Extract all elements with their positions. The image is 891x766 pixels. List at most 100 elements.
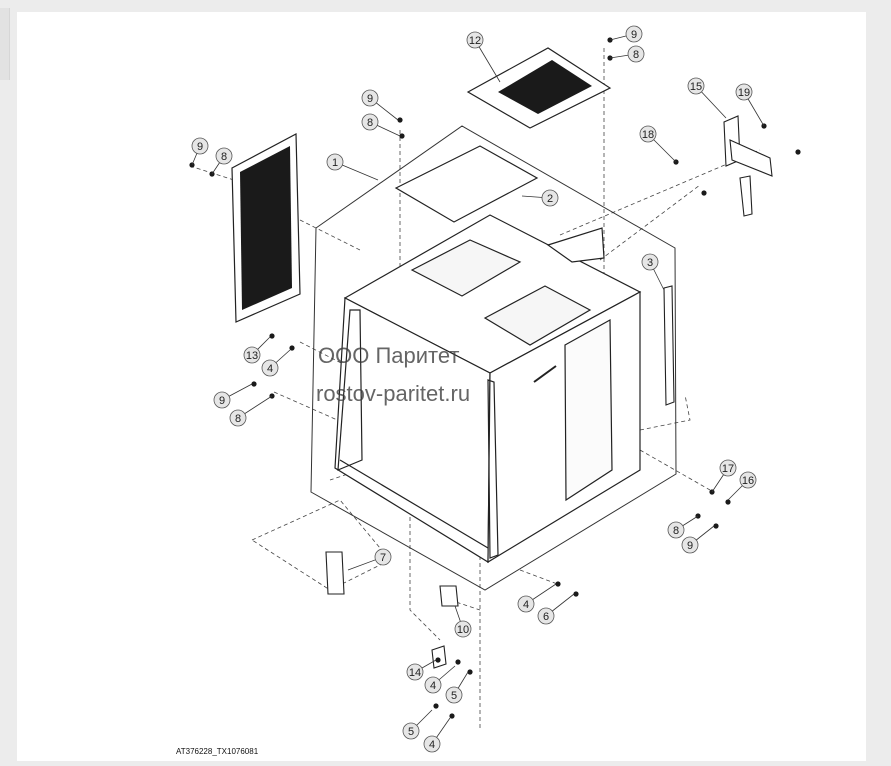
side-panel-tab [0,8,10,80]
callout-number: 6 [543,611,549,623]
callout-bubble [739,471,757,489]
fastener [467,669,473,675]
ref-line [639,449,711,491]
callout-9: 9 [681,536,699,554]
roof-vent-opening [483,285,592,346]
callout-number: 9 [631,29,637,41]
lower-bracket-14 [431,645,447,669]
fastener [397,117,403,123]
callout-16: 16 [739,471,757,489]
callout-bubble [537,607,555,625]
callout-bubble [667,521,685,539]
callout-bubble [735,83,753,101]
callout-bubble [466,31,484,49]
side-grille-mesh [240,146,292,310]
roof-cover-plate [394,145,539,223]
callout-19: 19 [735,83,753,101]
callout-8: 8 [229,409,247,427]
callout-3: 3 [641,253,659,271]
callout-bubble [191,137,209,155]
callout-bubble [719,459,737,477]
callout-bubble [243,346,261,364]
ref-line [449,599,481,611]
ref-line [251,499,391,591]
callout-10: 10 [454,620,472,638]
fastener [399,133,405,139]
callout-number: 17 [722,463,734,475]
callout-number: 5 [408,726,414,738]
callout-bubble [424,676,442,694]
callout-bubble [454,620,472,638]
ref-line [639,394,691,431]
callout-bubble [639,125,657,143]
callout-bubble [402,722,420,740]
callout-9: 9 [361,89,379,107]
top-bracket [546,227,605,263]
ref-line [559,149,761,236]
grille-mesh [498,60,592,114]
callout-7: 7 [374,548,392,566]
fastener [449,713,455,719]
callout-number: 8 [221,151,227,163]
ref-line [599,184,701,261]
callout-bubble [681,536,699,554]
callout-number: 4 [430,680,436,692]
fastener [269,333,275,339]
side-grille-panel [231,133,301,323]
callout-bubble [374,548,392,566]
callout-number: 1 [332,157,338,169]
fastener [713,523,719,529]
callout-17: 17 [719,459,737,477]
callout-bubble [361,113,379,131]
callout-5: 5 [402,722,420,740]
callout-15: 15 [687,77,705,95]
callout-bubble [326,153,344,171]
fastener [251,381,257,387]
callout-8: 8 [361,113,379,131]
callout-number: 8 [235,413,241,425]
watermark-url: rostov-paritet.ru [316,381,470,406]
callout-8: 8 [215,147,233,165]
callout-number: 10 [457,624,469,636]
callout-number: 15 [690,81,702,93]
ref-line [299,341,346,366]
fastener [455,659,461,665]
side-door-edge [487,379,499,559]
lower-bracket-10 [439,585,459,607]
lower-bracket-7 [325,551,345,595]
callout-number: 3 [647,257,653,269]
callout-bubble [687,77,705,95]
callout-number: 4 [429,739,435,751]
fastener [701,190,707,196]
callout-bubble [261,359,279,377]
callout-bubble [641,253,659,271]
callout-number: 16 [742,475,754,487]
callout-number: 4 [523,599,529,611]
callout-bubble [361,89,379,107]
callout-number: 8 [633,49,639,61]
callout-4: 4 [517,595,535,613]
callout-18: 18 [639,125,657,143]
callout-4: 4 [424,676,442,694]
cab-body [334,214,642,564]
callout-bubble [625,25,643,43]
callout-bubble [445,686,463,704]
top-grille-panel [466,47,612,129]
callout-bubble [213,391,231,409]
fastener [289,345,295,351]
fastener [725,499,731,505]
callout-bubble [627,45,645,63]
callout-number: 14 [409,667,421,679]
callout-9: 9 [191,137,209,155]
callout-number: 8 [367,117,373,129]
ref-line [299,219,361,251]
callout-number: 4 [267,363,273,375]
callout-9: 9 [213,391,231,409]
callout-number: 7 [380,552,386,564]
fastener [795,149,801,155]
figure-caption: AT376228_TX1076081 [176,747,259,756]
callout-9: 9 [625,25,643,43]
callout-6: 6 [537,607,555,625]
